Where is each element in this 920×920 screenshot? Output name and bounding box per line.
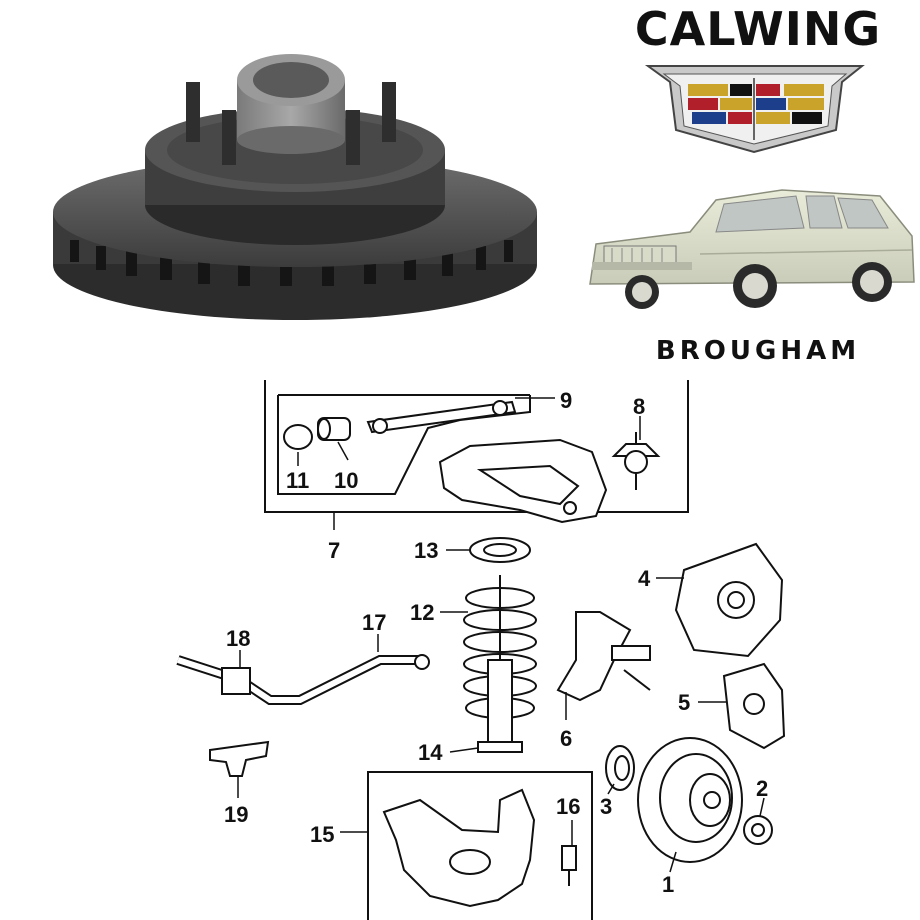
callout-12: 12: [410, 600, 434, 625]
lower-arm-bracket: [367, 771, 593, 920]
control-arm-shaft-part: [366, 400, 517, 434]
cadillac-emblem: [644, 65, 865, 154]
callout-1: 1: [662, 872, 674, 897]
bushing-part: [283, 424, 313, 450]
kit-bracket: [277, 395, 531, 495]
callout-17: 17: [362, 610, 386, 635]
callout-7: 7: [328, 538, 340, 563]
callout-labels: 1 2 3 4 5 6 7 8 9 10 11 12 13 14 15 16 1…: [224, 388, 768, 897]
callout-5: 5: [678, 690, 690, 715]
callout-18: 18: [226, 626, 250, 651]
callout-11: 11: [286, 468, 309, 493]
callout-19: 19: [224, 802, 248, 827]
callout-15: 15: [310, 822, 334, 847]
upper-arm-bracket: [264, 380, 689, 513]
brand-logo-text: CALWING: [634, 2, 882, 56]
callout-13: 13: [414, 538, 438, 563]
callout-16: 16: [556, 794, 580, 819]
stabilizer-bracket-part: [209, 740, 270, 777]
callout-3: 3: [600, 794, 612, 819]
callout-4: 4: [638, 566, 651, 591]
callout-14: 14: [418, 740, 443, 765]
callout-9: 9: [560, 388, 572, 413]
callout-6: 6: [560, 726, 572, 751]
stabilizer-bushing-part: [221, 667, 251, 695]
lower-ball-joint-part: [561, 845, 577, 871]
callout-10: 10: [334, 468, 358, 493]
steering-knuckle-part: [556, 611, 632, 702]
brake-rotor-photo: [53, 54, 537, 320]
callout-8: 8: [633, 394, 645, 419]
brougham-car-photo: [589, 189, 915, 309]
lower-control-arm-part: [382, 788, 536, 908]
parts-diagram: [176, 380, 786, 920]
shock-absorber-part: [487, 659, 513, 743]
model-name: BROUGHAM: [655, 336, 861, 366]
leader-lines: [237, 397, 765, 873]
callout-2: 2: [756, 776, 768, 801]
stabilizer-bar-part: [176, 655, 420, 705]
wheel-studs: [186, 82, 396, 165]
